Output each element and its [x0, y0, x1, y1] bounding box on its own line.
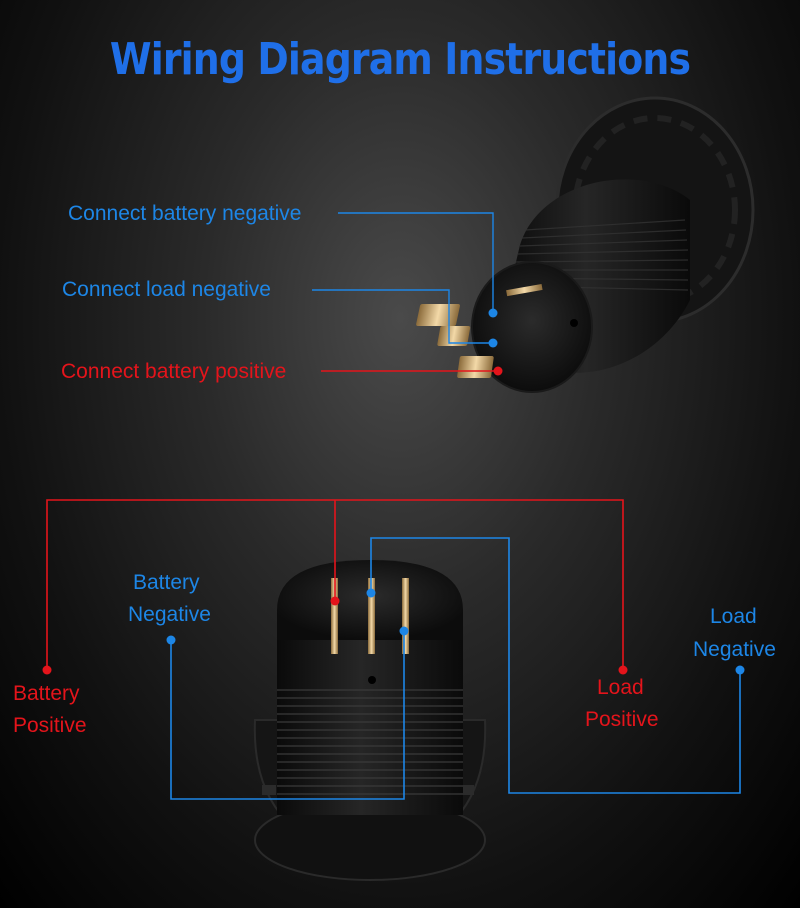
label-load-positive-line2: Positive [585, 708, 659, 731]
label-battery-negative-line1: Battery [133, 571, 200, 594]
label-connect-battery-negative: Connect battery negative [68, 202, 302, 225]
socket-top-illustration [416, 96, 755, 393]
label-load-negative-line1: Load [710, 605, 757, 628]
socket-bottom-body [277, 640, 463, 815]
terminal-dot-battery-positive-top [493, 366, 503, 376]
label-battery-positive-line1: Battery [13, 682, 80, 705]
terminal-dot-battery-negative [399, 626, 409, 636]
label-load-positive-line1: Load [597, 676, 644, 699]
top-callout-wires [312, 212, 498, 372]
label-connect-battery-positive: Connect battery positive [61, 360, 287, 383]
label-load-negative-line2: Negative [693, 638, 776, 661]
terminal-dot-positive [330, 596, 340, 606]
terminal-dot-battery-negative-top [488, 308, 498, 318]
wire-end-load-negative [735, 665, 745, 675]
label-battery-negative-line2: Negative [128, 603, 211, 626]
wire-load-negative [370, 537, 741, 794]
terminal-dot-load-negative-top [488, 338, 498, 348]
socket-bottom-terminals [331, 578, 409, 654]
wire-end-battery-positive [42, 665, 52, 675]
wire-end-battery-negative [166, 635, 176, 645]
socket-bottom-threads [277, 689, 463, 795]
socket-bottom-illustration [253, 560, 487, 881]
socket-top-cap [471, 261, 593, 393]
wire-load-negative-top [312, 289, 493, 344]
terminal-dot-load-negative [366, 588, 376, 598]
socket-bottom-hole [368, 676, 376, 684]
socket-top-hole [570, 319, 578, 327]
page-title: Wiring Diagram Instructions [109, 34, 691, 85]
wire-battery-negative-top [338, 212, 494, 312]
label-connect-load-negative: Connect load negative [62, 278, 271, 301]
wire-battery-negative [170, 631, 405, 800]
label-battery-positive-line2: Positive [13, 714, 87, 737]
bottom-wires [46, 499, 741, 800]
wire-end-load-positive [618, 665, 628, 675]
